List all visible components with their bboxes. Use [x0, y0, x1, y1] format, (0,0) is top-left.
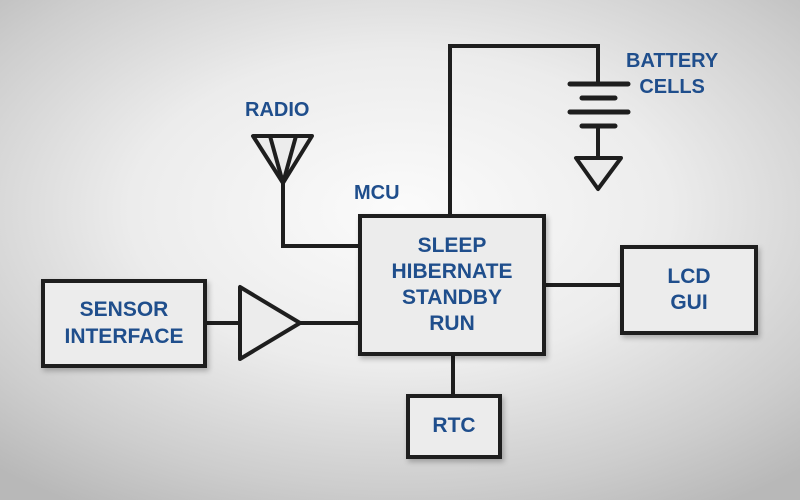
mcu-state-sleep: SLEEP — [417, 233, 487, 257]
radio-label: RADIO — [245, 99, 310, 121]
ground-icon — [574, 156, 623, 191]
mcu-label: MCU — [354, 182, 400, 204]
amplifier-icon — [238, 285, 302, 361]
battery-wire — [448, 44, 600, 217]
mcu-block: SLEEP HIBERNATE STANDBY RUN — [358, 214, 546, 356]
lcd-gui-block: LCD GUI — [620, 245, 758, 335]
mcu-state-standby: STANDBY — [402, 286, 502, 309]
rtc-block: RTC — [406, 394, 502, 459]
mcu-state-run: RUN — [429, 312, 475, 336]
battery-cells-symbol — [567, 81, 631, 129]
mcu-state-hibernate: HIBERNATE — [391, 259, 513, 283]
radio-wire — [281, 180, 362, 248]
antenna-icon — [251, 134, 314, 185]
sensor-interface-block: SENSOR INTERFACE — [41, 279, 207, 368]
battery-cells-label: BATTERY CELLS — [626, 50, 719, 98]
